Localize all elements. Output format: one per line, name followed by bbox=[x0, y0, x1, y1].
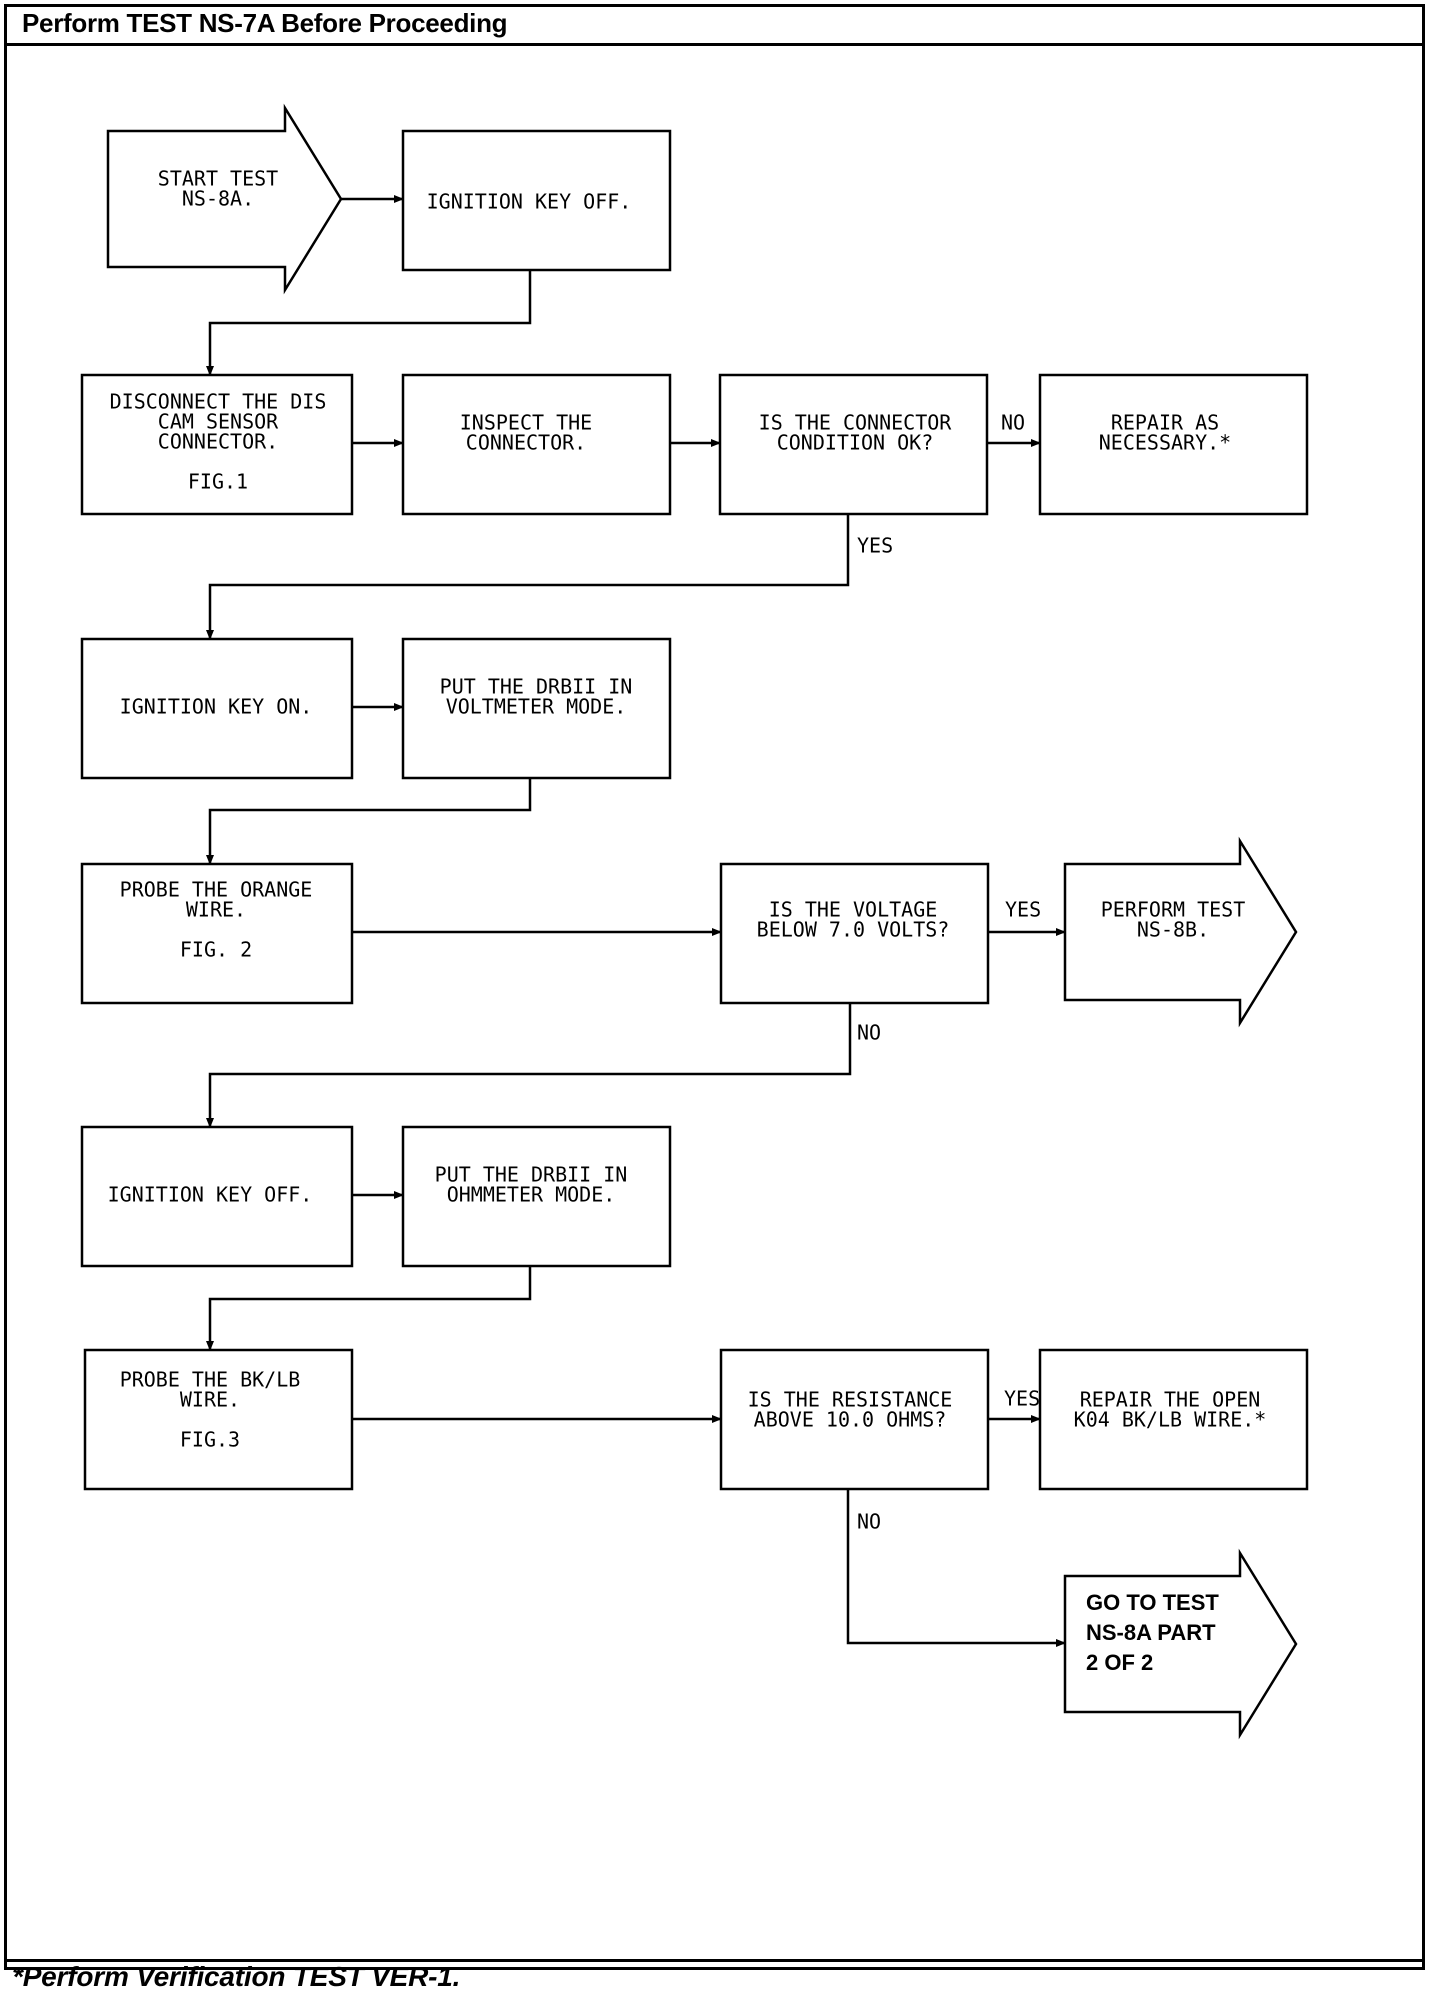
node-shape bbox=[1063, 836, 1298, 1028]
node-text-line: NS-8A. bbox=[182, 187, 254, 211]
node-shape bbox=[80, 1125, 354, 1268]
node-text-line: IGNITION KEY OFF. bbox=[427, 190, 632, 214]
node-goto: GO TO TEST NS-8A PART 2 OF 2 bbox=[1063, 1548, 1298, 1740]
node-text-line: VOLTMETER MODE. bbox=[446, 695, 627, 719]
edge-key_off_1-to-disconnect bbox=[206, 270, 532, 376]
node-shape bbox=[1063, 1548, 1298, 1740]
node-key-on: IGNITION KEY ON. bbox=[80, 637, 354, 780]
node-text-line: 2 OF 2 bbox=[1086, 1650, 1153, 1675]
node-shape bbox=[83, 1348, 354, 1491]
edge-ohmmeter-to-probe_bklb bbox=[206, 1265, 532, 1351]
node-text-line: FIG.3 bbox=[180, 1428, 240, 1452]
node-text-line: NS-8B. bbox=[1137, 918, 1209, 942]
header-divider bbox=[4, 43, 1425, 46]
node-shape bbox=[401, 129, 672, 272]
node-shape bbox=[401, 373, 672, 516]
node-text-line: PUT THE DRBII IN bbox=[440, 675, 633, 699]
footer-divider bbox=[4, 1959, 1425, 1962]
node-text-line: FIG. 2 bbox=[180, 938, 252, 962]
edge-label-yes: YES bbox=[857, 534, 893, 558]
node-text-line: PERFORM TEST bbox=[1101, 898, 1246, 922]
node-shape bbox=[401, 637, 672, 780]
node-shape bbox=[106, 103, 343, 295]
node-text-line: PROBE THE ORANGE bbox=[120, 878, 313, 902]
edge-label-no: NO bbox=[1001, 411, 1025, 435]
node-text-line: IGNITION KEY OFF. bbox=[108, 1183, 313, 1207]
node-text-line: INSPECT THE bbox=[460, 411, 592, 435]
edge-voltage_q-to-key_off_2 bbox=[206, 1002, 852, 1128]
node-text-line: BELOW 7.0 VOLTS? bbox=[757, 918, 950, 942]
node-text-line: FIG.1 bbox=[188, 470, 248, 494]
edge-conn_ok-to-key_on bbox=[206, 513, 850, 640]
node-text-line: OHMMETER MODE. bbox=[447, 1183, 616, 1207]
node-text-line: NS-8A PART bbox=[1086, 1620, 1216, 1645]
node-text-line: ABOVE 10.0 OHMS? bbox=[754, 1408, 947, 1432]
node-text-line: CONNECTOR. bbox=[466, 431, 586, 455]
edge-resistance_q-to-goto bbox=[846, 1489, 1066, 1647]
node-shape bbox=[80, 862, 354, 1005]
node-key-off-1: IGNITION KEY OFF. bbox=[401, 129, 672, 272]
node-text-line: CONNECTOR. bbox=[158, 430, 278, 454]
node-text-line: IS THE RESISTANCE bbox=[748, 1388, 953, 1412]
node-shape bbox=[719, 862, 990, 1005]
edge-voltmeter-to-probe_orange bbox=[206, 778, 532, 865]
node-shape bbox=[80, 637, 354, 780]
node-key-off-2: IGNITION KEY OFF. bbox=[80, 1125, 354, 1268]
node-shape bbox=[718, 373, 989, 516]
node-text-line: IS THE CONNECTOR bbox=[759, 411, 953, 435]
node-text-line: WIRE. bbox=[180, 1388, 240, 1412]
node-text-line: K04 BK/LB WIRE.* bbox=[1074, 1408, 1267, 1432]
node-text-line: REPAIR AS bbox=[1111, 411, 1219, 435]
node-shape bbox=[1038, 1348, 1309, 1491]
edge-label-no: NO bbox=[857, 1510, 881, 1534]
node-text-line: CONDITION OK? bbox=[777, 431, 934, 455]
node-text-line: DISCONNECT THE DIS bbox=[110, 390, 327, 414]
edge-label-yes: YES bbox=[1005, 898, 1041, 922]
node-shape bbox=[719, 1348, 990, 1491]
page-frame bbox=[4, 4, 1425, 1970]
node-text-line: START TEST bbox=[158, 167, 278, 191]
node-text-line: NECESSARY.* bbox=[1099, 431, 1231, 455]
node-text-line: PROBE THE BK/LB bbox=[120, 1368, 301, 1392]
node-text-line: IGNITION KEY ON. bbox=[120, 695, 313, 719]
node-text-line: IS THE VOLTAGE bbox=[769, 898, 938, 922]
node-text-line: PUT THE DRBII IN bbox=[435, 1163, 628, 1187]
node-text-line: REPAIR THE OPEN bbox=[1080, 1388, 1261, 1412]
node-text-line: WIRE. bbox=[186, 898, 246, 922]
node-shape bbox=[401, 1125, 672, 1268]
node-text-line: CAM SENSOR bbox=[158, 410, 279, 434]
edge-label-yes: YES bbox=[1004, 1387, 1040, 1411]
edge-label-no: NO bbox=[857, 1021, 881, 1045]
header-title: Perform TEST NS-7A Before Proceeding bbox=[22, 8, 508, 38]
node-shape bbox=[80, 373, 354, 516]
node-text-line: GO TO TEST bbox=[1086, 1590, 1219, 1615]
node-shape bbox=[1038, 373, 1309, 516]
